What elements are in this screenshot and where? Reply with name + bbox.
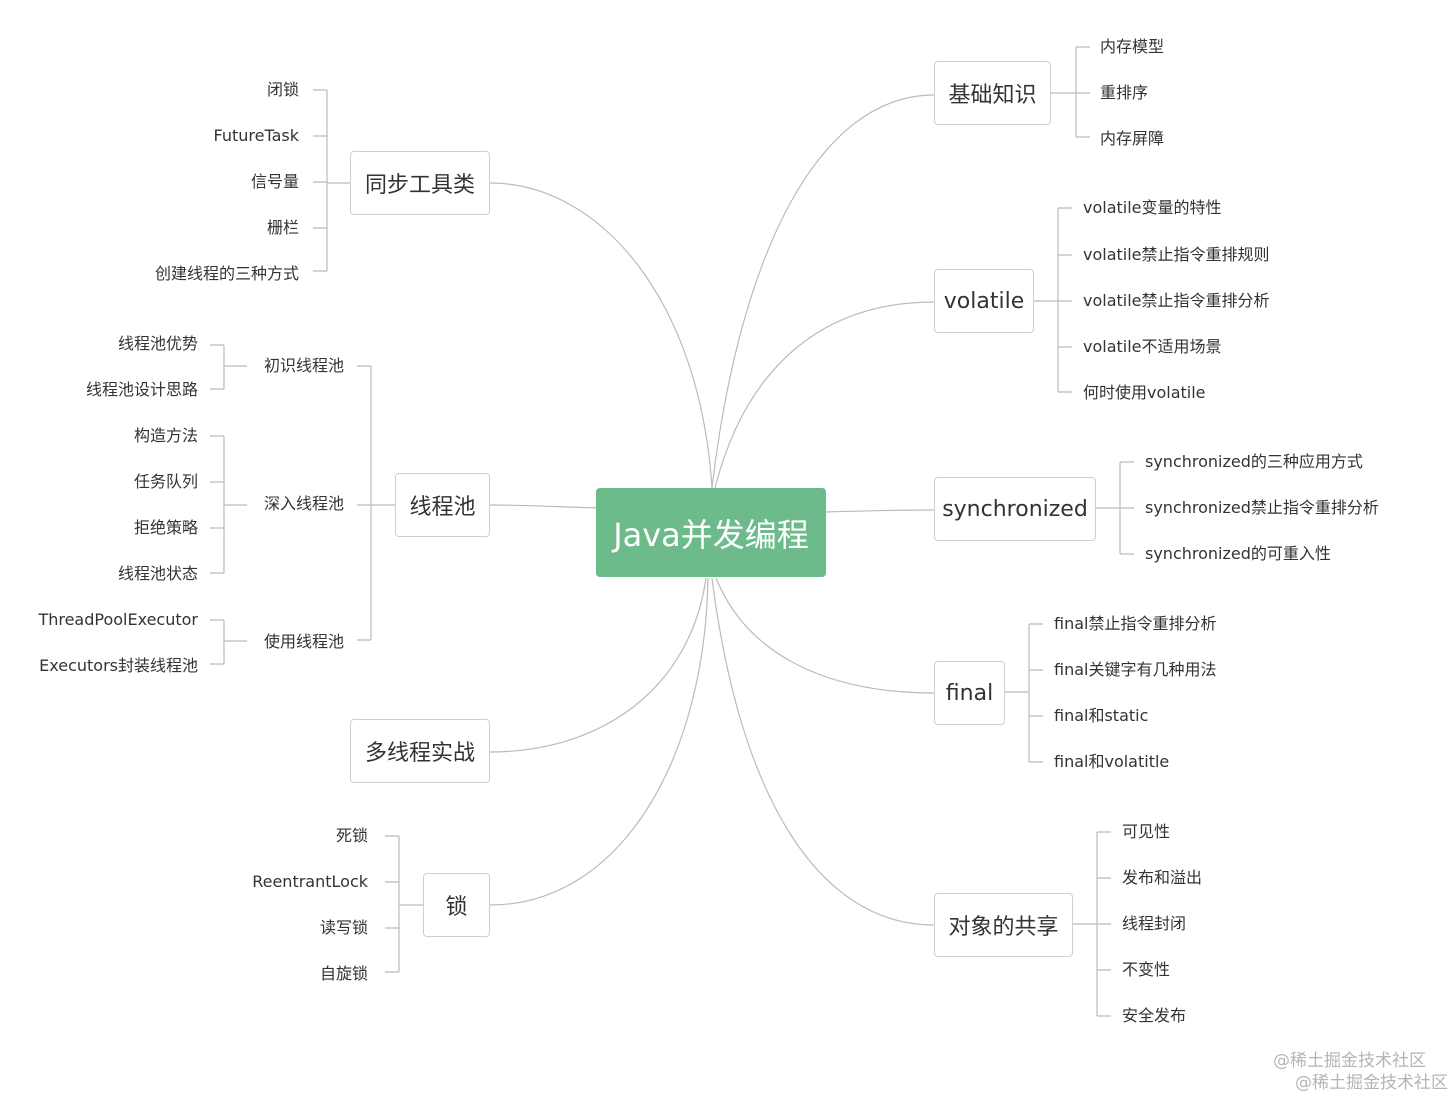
topic-locks[interactable]: 锁 <box>423 873 490 937</box>
leaf-sharing-visibility: 可见性 <box>1122 822 1171 841</box>
root-topic[interactable]: Java并发编程 <box>596 488 826 577</box>
topic-volatile[interactable]: volatile <box>934 269 1034 333</box>
bracket-synchronized <box>1096 461 1134 555</box>
bracket-thread-pool <box>357 365 395 641</box>
leaf-pool-tpe: ThreadPoolExecutor <box>38 610 198 629</box>
leaf-final-4: final和volatitle <box>1054 752 1170 771</box>
subtopic-pool-use: 使用线程池 <box>263 632 344 651</box>
leaf-sync-futuretask: FutureTask <box>213 126 299 145</box>
topic-thread-pool[interactable]: 线程池 <box>395 473 490 537</box>
edge-root-volatile <box>714 301 935 489</box>
bracket-sync-tools <box>313 89 350 272</box>
topic-sync-tools[interactable]: 同步工具类 <box>350 151 490 215</box>
bracket-final <box>1005 623 1043 763</box>
leaf-volatile-4: volatile不适用场景 <box>1083 337 1222 356</box>
leaf-lock-reentrant: ReentrantLock <box>252 872 368 891</box>
watermark-line-1: @稀土掘金技术社区 <box>1273 1051 1426 1071</box>
edge-root-final <box>715 577 935 694</box>
bracket-volatile <box>1034 207 1072 393</box>
leaf-sharing-confinement: 线程封闭 <box>1122 914 1187 933</box>
leaf-sync-semaphore: 信号量 <box>250 172 299 191</box>
leaf-sync-1: synchronized的三种应用方式 <box>1145 452 1363 471</box>
watermark-line-2: @稀土掘金技术社区 <box>1295 1073 1448 1093</box>
topic-final[interactable]: final <box>934 661 1005 725</box>
leaf-pool-constructor: 构造方法 <box>133 426 198 445</box>
leaf-sync-3: synchronized的可重入性 <box>1145 544 1331 563</box>
leaf-volatile-5: 何时使用volatile <box>1083 383 1206 402</box>
leaf-basics-reorder: 重排序 <box>1100 83 1149 102</box>
edge-root-thread-pool <box>489 504 601 509</box>
edge-root-basics <box>711 94 935 489</box>
leaf-sharing-safe-publish: 安全发布 <box>1122 1006 1187 1025</box>
bracket-basics <box>1051 46 1090 138</box>
subtopic-pool-deep: 深入线程池 <box>263 494 344 513</box>
topic-sharing[interactable]: 对象的共享 <box>934 893 1073 957</box>
leaf-final-2: final关键字有几种用法 <box>1054 660 1217 679</box>
edge-root-sync-tools <box>489 182 713 489</box>
leaf-pool-reject: 拒绝策略 <box>133 518 198 537</box>
leaf-sync-create-thread: 创建线程的三种方式 <box>154 264 299 283</box>
leaf-volatile-1: volatile变量的特性 <box>1083 198 1222 217</box>
leaf-final-3: final和static <box>1054 706 1149 725</box>
bracket-pool-intro <box>210 344 247 390</box>
topic-practice[interactable]: 多线程实战 <box>350 719 490 783</box>
edge-root-locks <box>489 577 709 906</box>
leaf-final-1: final禁止指令重排分析 <box>1054 614 1217 633</box>
leaf-pool-queue: 任务队列 <box>133 472 198 491</box>
leaf-volatile-2: volatile禁止指令重排规则 <box>1083 245 1270 264</box>
leaf-lock-rw: 读写锁 <box>319 918 368 937</box>
leaf-sync-2: synchronized禁止指令重排分析 <box>1145 498 1379 517</box>
leaf-sync-latch: 闭锁 <box>266 80 299 99</box>
leaf-basics-memory-model: 内存模型 <box>1100 37 1165 56</box>
leaf-pool-advantage: 线程池优势 <box>117 334 198 353</box>
leaf-basics-barrier: 内存屏障 <box>1100 129 1165 148</box>
leaf-pool-state: 线程池状态 <box>117 564 198 583</box>
leaf-lock-deadlock: 死锁 <box>335 826 368 845</box>
topic-basics[interactable]: 基础知识 <box>934 61 1051 125</box>
leaf-sharing-immutable: 不变性 <box>1122 960 1171 979</box>
edge-root-synchronized <box>825 509 935 513</box>
leaf-pool-design: 线程池设计思路 <box>85 380 198 399</box>
leaf-sharing-publish: 发布和溢出 <box>1122 868 1203 887</box>
edge-root-sharing <box>711 577 935 926</box>
edge-root-practice <box>489 577 707 753</box>
leaf-pool-executors: Executors封装线程池 <box>39 656 198 675</box>
bracket-pool-deep <box>210 435 247 574</box>
leaf-lock-spin: 自旋锁 <box>319 964 368 983</box>
leaf-volatile-3: volatile禁止指令重排分析 <box>1083 291 1270 310</box>
subtopic-pool-intro: 初识线程池 <box>263 356 344 375</box>
leaf-sync-barrier: 栅栏 <box>266 218 299 237</box>
bracket-locks <box>385 835 423 973</box>
bracket-sharing <box>1073 831 1111 1017</box>
topic-synchronized[interactable]: synchronized <box>934 477 1096 541</box>
bracket-pool-use <box>210 619 247 665</box>
